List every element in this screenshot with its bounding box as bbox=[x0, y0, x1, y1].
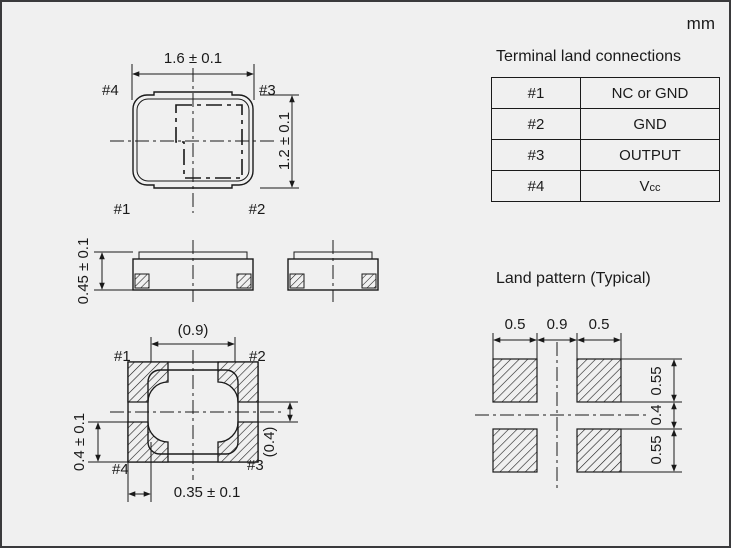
table-cell-pin: #2 bbox=[491, 108, 581, 140]
terminal-pad bbox=[236, 273, 252, 289]
side-view-front-group: 0.45 ± 0.1 bbox=[75, 238, 254, 305]
package-inner-outline bbox=[136, 98, 250, 182]
bottom-view-cavity bbox=[147, 369, 239, 455]
table-cell-function: Vcc bbox=[580, 170, 720, 202]
table-cell-function: GND bbox=[580, 108, 720, 140]
top-view-pin-3-label: #3 bbox=[259, 82, 276, 99]
bottom-view-pad-width-label: 0.35 ± 0.1 bbox=[174, 484, 241, 501]
table-cell-pin: #1 bbox=[491, 77, 581, 109]
top-view-pin-1-label: #1 bbox=[114, 201, 131, 218]
bottom-view-group: (0.9) 0.4 ± 0.1 (0.4) bbox=[71, 322, 298, 502]
bottom-view-gap-height-label: (0.4) bbox=[261, 427, 278, 458]
land-pattern-group: 0.5 0.9 0.5 0.55 0.4 0.55 bbox=[475, 316, 682, 489]
land-center-vgap-label: 0.4 bbox=[648, 405, 665, 426]
package-outline bbox=[132, 91, 254, 189]
land-right-pad-label: 0.5 bbox=[589, 316, 610, 333]
bottom-view-pin-1-label: #1 bbox=[114, 348, 131, 365]
vcc-base: V bbox=[639, 177, 650, 195]
land-pad-bottom-right bbox=[576, 428, 622, 473]
table-row: #1 NC or GND bbox=[491, 77, 720, 109]
side-view-height-label: 0.45 ± 0.1 bbox=[75, 238, 92, 305]
vcc-subscript: cc bbox=[649, 181, 661, 194]
land-pad-top-left bbox=[492, 358, 538, 403]
bottom-view-inner-width-label: (0.9) bbox=[178, 322, 209, 339]
top-view-height-label: 1.2 ± 0.1 bbox=[276, 112, 293, 170]
table-row: #4 Vcc bbox=[491, 170, 720, 202]
terminal-land-connections-table: #1 NC or GND #2 GND #3 OUTPUT #4 Vcc bbox=[491, 77, 720, 202]
bottom-view-pin-2-label: #2 bbox=[249, 348, 266, 365]
terminal-table-title: Terminal land connections bbox=[496, 48, 681, 65]
bottom-view-pin-3-label: #3 bbox=[247, 457, 264, 474]
top-view-group: 1.6 ± 0.1 1.2 ± 0.1 #4 #3 #1 #2 bbox=[102, 50, 299, 218]
table-row: #2 GND bbox=[491, 108, 720, 140]
table-cell-function: OUTPUT bbox=[580, 139, 720, 171]
bottom-view-pin-4-label: #4 bbox=[112, 461, 129, 478]
land-left-pad-label: 0.5 bbox=[505, 316, 526, 333]
table-row: #3 OUTPUT bbox=[491, 139, 720, 171]
side-view-side-group bbox=[287, 240, 379, 302]
table-cell-function: NC or GND bbox=[580, 77, 720, 109]
top-view-pin-4-label: #4 bbox=[102, 82, 119, 99]
land-top-pad-label: 0.55 bbox=[648, 366, 665, 395]
land-bottom-pad-label: 0.55 bbox=[648, 435, 665, 464]
terminal-pad bbox=[134, 273, 150, 289]
land-pad-top-right bbox=[576, 358, 622, 403]
top-view-pin-2-label: #2 bbox=[249, 201, 266, 218]
unit-label: mm bbox=[686, 14, 715, 33]
land-center-gap-label: 0.9 bbox=[547, 316, 568, 333]
top-view-width-label: 1.6 ± 0.1 bbox=[164, 50, 222, 67]
bottom-view-pad-height-label: 0.4 ± 0.1 bbox=[71, 413, 88, 471]
terminal-pad bbox=[361, 273, 377, 289]
table-cell-pin: #3 bbox=[491, 139, 581, 171]
land-pattern-title: Land pattern (Typical) bbox=[496, 270, 651, 287]
crystal-blank-outline bbox=[175, 104, 243, 179]
table-cell-pin: #4 bbox=[491, 170, 581, 202]
land-pad-bottom-left bbox=[492, 428, 538, 473]
terminal-pad bbox=[289, 273, 305, 289]
